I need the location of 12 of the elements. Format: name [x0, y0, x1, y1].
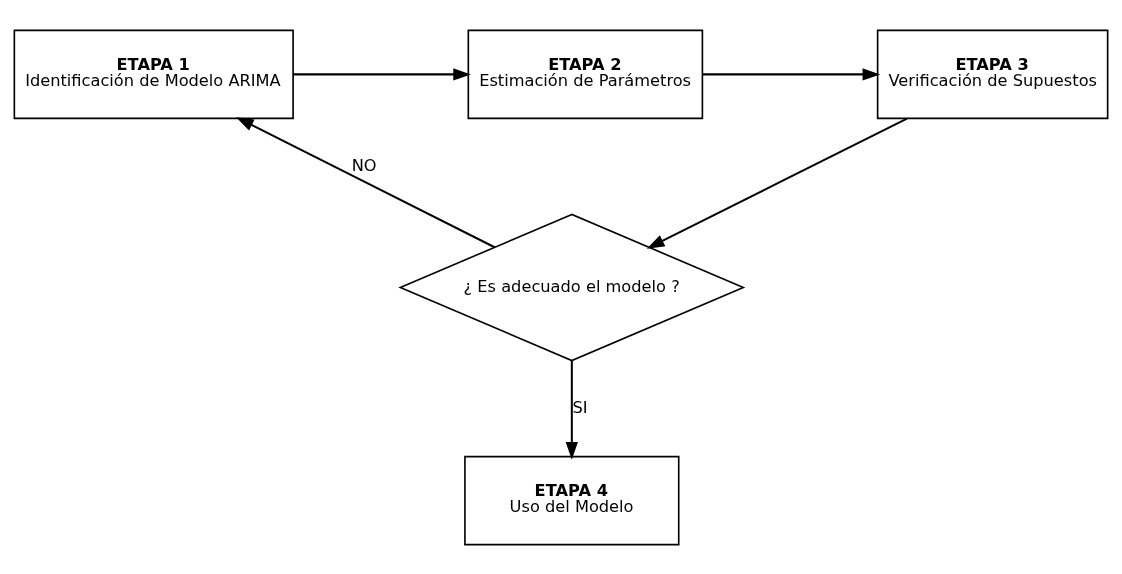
node-box: ETAPA 1 Identificación de Modelo ARIMA — [13, 29, 294, 119]
edge-label: NO — [351, 155, 377, 175]
arrow — [236, 116, 496, 248]
node-box: ETAPA 3 Verificación de Supuestos — [876, 29, 1109, 119]
arrow — [293, 67, 471, 81]
node-box: ETAPA 2 Estimación de Parámetros — [467, 29, 704, 119]
edge-label: SI — [572, 397, 588, 417]
node-box: ETAPA 4 Uso del Modelo — [464, 455, 680, 545]
arrow — [646, 117, 908, 249]
node-diamond: ¿ Es adecuado el modelo ? — [398, 213, 746, 361]
arrow — [702, 67, 881, 81]
arrow — [565, 360, 578, 460]
